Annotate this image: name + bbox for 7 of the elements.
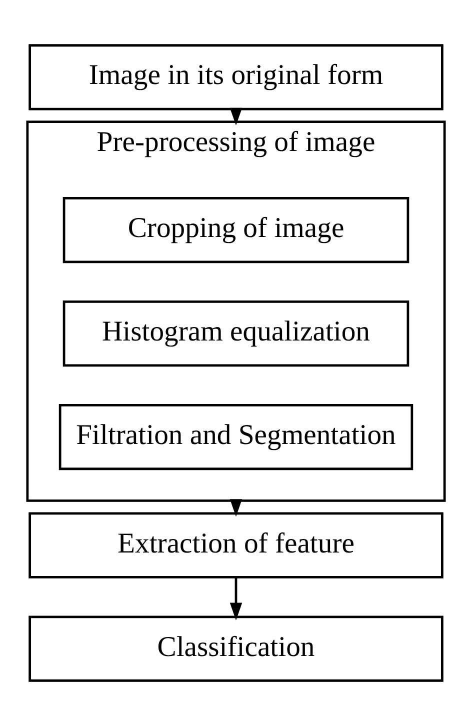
- node-box: Classification: [28, 616, 444, 682]
- arrow: [230, 499, 242, 517]
- node-box: Cropping of image: [62, 197, 410, 264]
- node-box: Extraction of feature: [28, 512, 444, 578]
- arrow: [230, 578, 242, 620]
- node-box: Filtration and Segmentation: [58, 404, 414, 470]
- node-box: Histogram equalization: [62, 300, 410, 367]
